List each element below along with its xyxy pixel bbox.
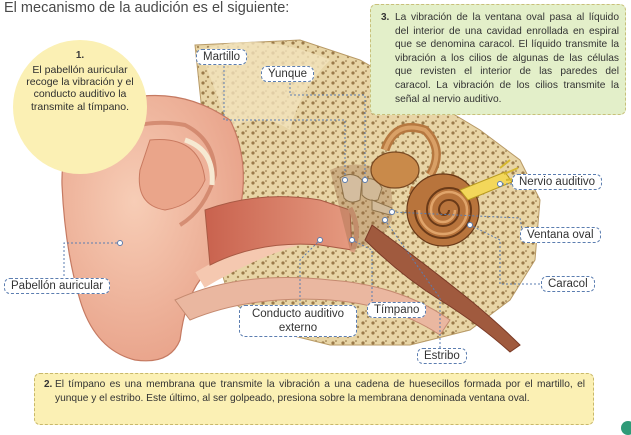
label-yunque: Yunque [261, 66, 315, 82]
step1-text: El pabellón auricular recoge la vibració… [26, 64, 134, 113]
label-pabellon-auricular: Pabellón auricular [4, 278, 111, 294]
label-nervio-auditivo: Nervio auditivo [512, 174, 603, 190]
label-timpano: Tímpano [367, 302, 427, 318]
label-martillo: Martillo [196, 49, 248, 65]
step2-callout: 2. El tímpano es una membrana que transm… [34, 373, 594, 425]
step2-number: 2. [44, 379, 53, 390]
step3-callout: 3. La vibración de la ventana oval pasa … [370, 4, 626, 115]
step2-text: El tímpano es una membrana que transmite… [55, 379, 585, 404]
label-caracol: Caracol [541, 276, 595, 292]
label-ventana-oval: Ventana oval [520, 227, 601, 243]
corner-decoration [621, 421, 631, 435]
step1-number: 1. [75, 50, 85, 61]
step3-text: La vibración de la ventana oval pasa al … [395, 12, 619, 105]
step1-callout: 1. El pabellón auricular recoge la vibra… [13, 40, 147, 174]
page-title: El mecanismo de la audición es el siguie… [4, 0, 290, 16]
step3-number: 3. [381, 12, 390, 23]
label-estribo: Estribo [417, 348, 467, 364]
label-conducto-auditivo: Conducto auditivo externo [239, 305, 357, 337]
